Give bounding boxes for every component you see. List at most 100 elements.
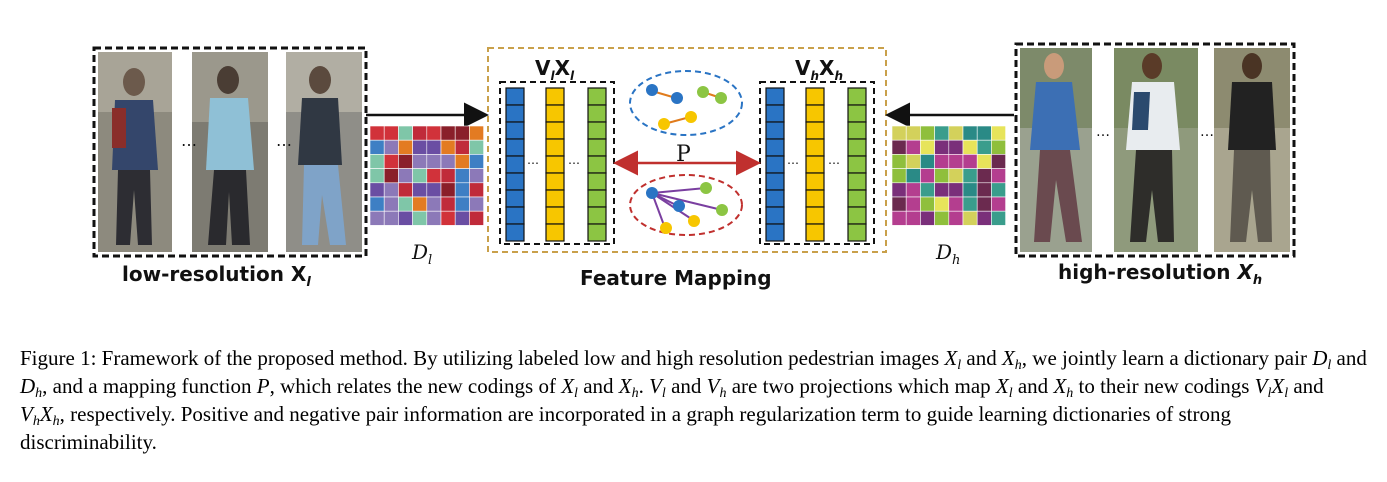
dictionary-cell [962, 154, 978, 169]
vhxh-ellipsis-2: … [828, 153, 840, 167]
high-resolution-images: … … [1014, 42, 1296, 258]
dictionary-cell [398, 182, 413, 198]
low-res-person-1 [98, 52, 172, 252]
dictionary-cell [454, 210, 470, 226]
dictionary-cell [905, 168, 921, 184]
coding-cell [545, 206, 565, 225]
coding-cell [805, 189, 825, 208]
dictionary-cell [920, 154, 935, 169]
dictionary-cell [426, 154, 442, 169]
dictionary-cell [412, 168, 428, 184]
coding-cell [505, 138, 525, 157]
dictionary-cell [469, 210, 484, 226]
coding-cell [545, 121, 565, 140]
coding-cell [805, 155, 825, 174]
dictionary-cell [412, 139, 428, 155]
dictionary-cell [905, 210, 921, 226]
dictionary-cell [454, 139, 470, 155]
coding-cell [765, 121, 785, 140]
dictionary-cell [398, 154, 413, 169]
dictionary-cell [920, 182, 935, 198]
coding-cell [587, 121, 607, 140]
dictionary-cell [962, 196, 978, 212]
dictionary-high-label: Dh [936, 240, 961, 268]
coding-cell [765, 155, 785, 174]
dictionary-cell [991, 125, 1006, 141]
vlxl-ellipsis-2: … [568, 153, 580, 167]
positive-pair-graph [629, 70, 743, 136]
dictionary-cell [976, 139, 992, 155]
high-res-person-1 [1020, 48, 1092, 252]
dictionary-cell [891, 196, 907, 212]
dictionary-cell [905, 182, 921, 198]
dictionary-cell [426, 139, 442, 155]
dictionary-cell [369, 210, 385, 226]
dictionary-cell [369, 168, 385, 184]
coding-cell [505, 104, 525, 123]
dictionary-cell [383, 139, 399, 155]
dictionary-cell [469, 182, 484, 198]
dictionary-cell [383, 182, 399, 198]
coding-cell [765, 206, 785, 225]
figure-caption: Figure 1: Framework of the proposed meth… [20, 346, 1367, 454]
dictionary-cell [440, 125, 456, 141]
dictionary-cell [976, 125, 992, 141]
dictionary-cell [454, 196, 470, 212]
dictionary-cell [891, 182, 907, 198]
dictionary-cell [440, 196, 456, 212]
dictionary-cell [440, 154, 456, 169]
dictionary-cell [920, 196, 935, 212]
dictionary-cell [948, 168, 964, 184]
vlxl-ellipsis-1: … [527, 153, 539, 167]
coding-cell [505, 189, 525, 208]
dictionary-cell [891, 210, 907, 226]
low-resolution-label: low-resolution Xl [122, 262, 311, 290]
coding-cell [847, 189, 867, 208]
coding-cell [505, 206, 525, 225]
dictionary-cell [948, 196, 964, 212]
dictionary-cell [991, 154, 1006, 169]
coding-cell [545, 155, 565, 174]
coding-cell [587, 155, 607, 174]
dictionary-cell [412, 196, 428, 212]
dictionary-low-label: Dl [412, 240, 433, 268]
coding-cell [847, 223, 867, 242]
dictionary-cell [369, 139, 385, 155]
dictionary-cell [369, 154, 385, 169]
dictionary-cell [976, 168, 992, 184]
vlxl-columns [505, 87, 607, 242]
coding-cell [847, 206, 867, 225]
coding-cell [765, 172, 785, 191]
coding-cell [505, 223, 525, 242]
framework-figure: … … … … … … [92, 42, 1296, 258]
dictionary-cell [962, 182, 978, 198]
mapping-label: P [676, 142, 691, 167]
dictionary-cell [440, 139, 456, 155]
dictionary-cell [426, 168, 442, 184]
coding-cell [847, 87, 867, 106]
dictionary-cell [948, 182, 964, 198]
coding-cell [587, 87, 607, 106]
dictionary-cell [383, 196, 399, 212]
vhxh-label: VhXh [795, 56, 843, 83]
coding-cell [805, 206, 825, 225]
dictionary-cell [440, 182, 456, 198]
dictionary-cell [369, 125, 385, 141]
dictionary-cell [412, 125, 428, 141]
coding-cell [587, 189, 607, 208]
high-resolution-label: high-resolution Xh [1058, 260, 1263, 288]
high-res-person-2 [1114, 48, 1198, 252]
coding-cell [545, 172, 565, 191]
dictionary-cell [991, 168, 1006, 184]
dictionary-cell [454, 182, 470, 198]
dictionary-cell [991, 196, 1006, 212]
vhxh-columns [765, 87, 867, 242]
dictionary-cell [976, 210, 992, 226]
dictionary-cell [383, 210, 399, 226]
dictionary-cell [905, 139, 921, 155]
coding-cell [505, 121, 525, 140]
dictionary-cell [426, 196, 442, 212]
dictionary-cell [469, 139, 484, 155]
dictionary-cell [426, 182, 442, 198]
dictionary-cell [976, 154, 992, 169]
